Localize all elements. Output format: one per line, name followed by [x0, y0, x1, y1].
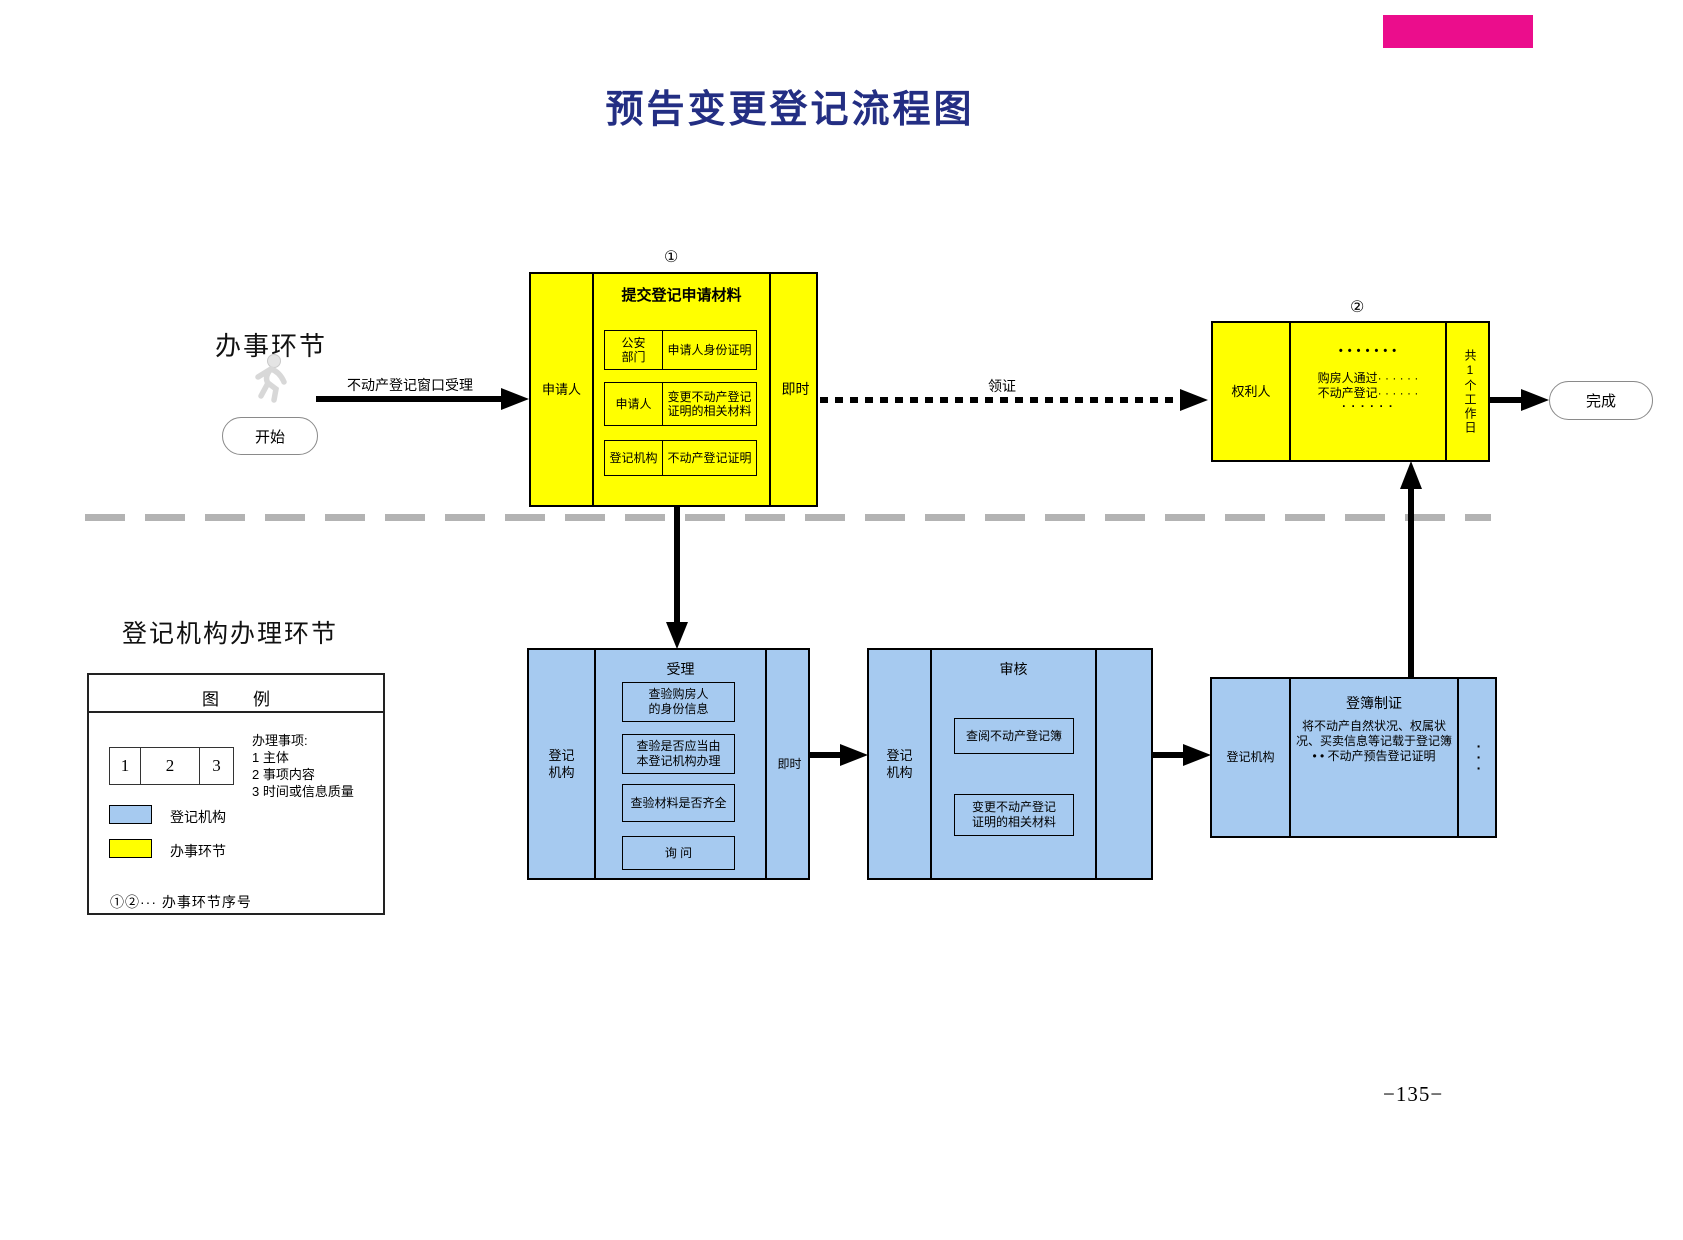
legend-swatch-blue-label: 登记机构	[170, 809, 226, 825]
accept-box-divider-right	[765, 650, 767, 878]
receive-box-divider-left	[1289, 323, 1291, 460]
receive-box-divider-right	[1445, 323, 1447, 460]
finish-node: 完成	[1549, 381, 1653, 420]
submit-item-row: 公安 部门 申请人身份证明	[604, 330, 757, 370]
arrow-record-to-receive	[1408, 488, 1414, 677]
submit-item-row: 登记机构 不动产登记证明	[604, 440, 757, 476]
record-box-divider-right	[1457, 679, 1459, 836]
accept-item: 查验是否应当由 本登记机构办理	[622, 734, 735, 774]
finish-label: 完成	[1585, 393, 1616, 410]
receive-box: 权利人 • • • • • • • 购房人通过· · · · · · 不动产登记…	[1211, 321, 1490, 462]
bottom-section-label: 登记机构办理环节	[122, 621, 339, 648]
record-box-body: 将不动产自然状况、权属状 况、买卖信息等记载于登记簿 • • 不动产预告登记证明	[1295, 719, 1452, 763]
record-box-title: 登簿制证	[1346, 695, 1402, 711]
submit-item-what: 变更不动产登记 证明的相关材料	[667, 390, 752, 418]
receive-dots-top: • • • • • • •	[1338, 345, 1398, 357]
accept-box-divider-left	[594, 650, 596, 878]
accept-box: 登记 机构 受理 查验购房人 的身份信息 查验是否应当由 本登记机构办理 查验材…	[527, 648, 810, 880]
arrow-submit-to-accept-head	[666, 622, 688, 649]
accept-item: 查验材料是否齐全	[622, 784, 735, 822]
record-box-actor: 登记机构	[1226, 750, 1275, 764]
legend-cell-1: 1	[109, 747, 141, 785]
submit-item-who: 登记机构	[605, 441, 663, 475]
legend-note: 1 主体	[252, 750, 289, 765]
accept-item: 询 问	[622, 836, 735, 870]
arrow-submit-to-receive	[820, 397, 1180, 403]
legend-swatch-yellow-label: 办事环节	[170, 843, 226, 859]
arrow-start-to-submit-head	[501, 388, 529, 410]
review-box: 登记 机构 审核 查阅不动产登记簿 变更不动产登记 证明的相关材料	[867, 648, 1153, 880]
start-label: 开始	[254, 428, 285, 446]
receive-line1: 购房人通过· · · · · ·	[1317, 371, 1419, 385]
legend-separator	[89, 711, 383, 713]
accept-item: 查验购房人 的身份信息	[622, 682, 735, 722]
legend-cell-3: 3	[200, 747, 234, 785]
legend-note: 2 事项内容	[252, 767, 315, 782]
page-title: 预告变更登记流程图	[605, 89, 975, 131]
submit-box-title: 提交登记申请材料	[621, 287, 742, 304]
submit-box-divider-left	[592, 274, 594, 505]
submit-box-time: 即时	[781, 381, 810, 397]
review-box-title: 审核	[999, 661, 1028, 677]
review-box-actor: 登记 机构	[886, 748, 913, 780]
legend-swatch-blue	[109, 805, 152, 824]
legend-cells: 1 2 3	[109, 747, 234, 785]
legend-seq-note: ①②··· 办事环节序号	[110, 894, 252, 910]
review-box-divider-left	[930, 650, 932, 878]
receive-box-time-text: 共1个工作日	[1463, 348, 1477, 435]
start-node: 开始	[222, 417, 318, 455]
submit-item-what: 申请人身份证明	[667, 343, 752, 357]
submit-box-actor: 申请人	[541, 382, 581, 397]
legend-title: 图 例	[202, 690, 270, 709]
arrow-review-to-record-head	[1183, 744, 1211, 766]
submit-item-who: 申请人	[605, 383, 663, 425]
arrow-submit-to-receive-head	[1180, 389, 1208, 411]
arrow-record-to-receive-head	[1400, 461, 1422, 489]
record-box-divider-left	[1289, 679, 1291, 836]
arrow-receive-to-finish-head	[1521, 389, 1549, 411]
record-box-side-dots: · · ·	[1476, 738, 1482, 776]
receive-box-actor: 权利人	[1231, 384, 1271, 399]
section-divider-dashed	[85, 514, 1491, 521]
submit-box-seq: ①	[664, 249, 679, 266]
receive-dots-bottom: · · · · · ·	[1342, 399, 1394, 413]
submit-item-what: 不动产登记证明	[667, 451, 752, 465]
review-box-divider-right	[1095, 650, 1097, 878]
edge-label-window-accept: 不动产登记窗口受理	[347, 377, 473, 393]
accept-box-time: 即时	[777, 756, 802, 771]
arrow-accept-to-review	[810, 752, 842, 758]
legend-notes: 办理事项: 1 主体 2 事项内容 3 时间或信息质量	[252, 732, 354, 800]
legend-box: 图 例 1 2 3 办理事项: 1 主体 2 事项内容 3 时间或信息质量 登记…	[87, 673, 385, 915]
arrow-review-to-record	[1153, 752, 1185, 758]
running-person-icon	[246, 352, 294, 404]
receive-line2: 不动产登记· · · · · ·	[1317, 386, 1419, 400]
record-box: 登记机构 登簿制证 将不动产自然状况、权属状 况、买卖信息等记载于登记簿 • •…	[1210, 677, 1497, 838]
receive-box-time: 共1个工作日	[1447, 323, 1492, 460]
edge-label-get-cert: 领证	[988, 378, 1016, 394]
accept-box-actor: 登记 机构	[548, 748, 575, 780]
pink-corner-bar	[1383, 15, 1533, 48]
arrow-accept-to-review-head	[840, 744, 868, 766]
page-number: −135−	[1383, 1082, 1444, 1106]
submit-box: 申请人 提交登记申请材料 公安 部门 申请人身份证明 申请人 变更不动产登记 证…	[529, 272, 818, 507]
submit-item-who: 公安 部门	[605, 331, 663, 369]
submit-item-row: 申请人 变更不动产登记 证明的相关材料	[604, 382, 757, 426]
arrow-submit-to-accept	[674, 507, 680, 624]
accept-box-title: 受理	[666, 661, 695, 677]
arrow-start-to-submit	[316, 396, 502, 402]
review-item: 变更不动产登记 证明的相关材料	[954, 794, 1074, 836]
submit-box-divider-right	[769, 274, 771, 505]
review-item: 查阅不动产登记簿	[954, 718, 1074, 754]
legend-note: 3 时间或信息质量	[252, 784, 354, 799]
legend-swatch-yellow	[109, 839, 152, 858]
legend-note-title: 办理事项:	[252, 733, 308, 748]
legend-cell-2: 2	[141, 747, 200, 785]
receive-box-seq: ②	[1350, 299, 1365, 316]
arrow-receive-to-finish	[1490, 397, 1522, 403]
